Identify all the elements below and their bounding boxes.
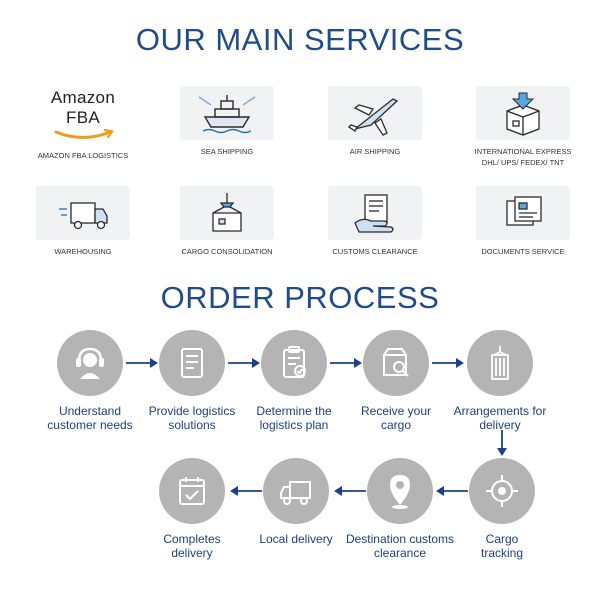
process-heading: ORDER PROCESS (160, 280, 440, 315)
service-label: AIR SHIPPING (349, 147, 401, 156)
step-label: Determine the logistics plan (256, 404, 332, 432)
amazon-smile-icon (54, 128, 114, 139)
delivery-truck-icon (59, 202, 108, 230)
step-circle (469, 458, 535, 524)
step-label: Destination customs clearance (345, 532, 455, 560)
step-circle (159, 458, 225, 524)
package-delivery-icon (506, 92, 540, 136)
documents-icon (506, 196, 542, 226)
headset-icon (76, 347, 104, 379)
warehousing-tile (36, 186, 130, 240)
service-label: INTERNATIONAL EXPRESS DHL/ UPS/ FEDEX/ T… (474, 147, 572, 167)
step-label: Understand customer needs (47, 404, 133, 432)
customs-clearance-tile (328, 186, 422, 240)
calendar-check-icon (179, 477, 205, 505)
cargo-ship-icon (198, 95, 256, 134)
arrow-left-icon (230, 486, 262, 496)
cargo-consolidation-tile (180, 186, 274, 240)
service-customs-clearance: CUSTOMS CLEARANCE (310, 186, 440, 257)
sea-shipping-tile (180, 86, 274, 140)
arrow-right-icon (126, 358, 158, 368)
service-label: WAREHOUSING (54, 247, 112, 256)
airplane-icon (347, 98, 399, 136)
service-cargo-consolidation: CARGO CONSOLIDATION (162, 186, 292, 257)
step-determine-plan: Determine the logistics plan (232, 330, 356, 432)
step-local-delivery: Local delivery (234, 458, 358, 546)
service-label: CARGO CONSOLIDATION (181, 247, 273, 256)
step-understand-needs: Understand customer needs (28, 330, 152, 432)
service-amazon-fba: Amazon FBA AMAZON FBA LOGISTICS (18, 88, 148, 161)
arrow-right-icon (330, 358, 362, 368)
step-completes-delivery: Completes delivery (130, 458, 254, 560)
box-search-icon (383, 348, 409, 377)
service-label: DOCUMENTS SERVICE (481, 247, 565, 256)
step-arrangements: Arrangements for delivery (438, 330, 562, 432)
service-international-express: INTERNATIONAL EXPRESS DHL/ UPS/ FEDEX/ T… (458, 86, 588, 168)
step-destination-customs: Destination customs clearance (338, 458, 462, 560)
step-label: Provide logistics solutions (148, 404, 236, 432)
step-circle (363, 330, 429, 396)
container-icon (491, 346, 509, 380)
clipboard-check-icon (283, 346, 306, 378)
arrow-left-icon (334, 486, 366, 496)
step-label: Receive your cargo (360, 404, 432, 432)
service-sea-shipping: SEA SHIPPING (162, 86, 292, 157)
step-circle (467, 330, 533, 396)
service-warehousing: WAREHOUSING (18, 186, 148, 257)
services-heading: OUR MAIN SERVICES (135, 22, 465, 57)
step-circle (261, 330, 327, 396)
step-circle (367, 458, 433, 524)
step-cargo-tracking: Cargo tracking (440, 458, 564, 560)
arrow-right-icon (432, 358, 464, 368)
step-circle (57, 330, 123, 396)
step-circle (263, 458, 329, 524)
step-receive-cargo: Receive your cargo (334, 330, 458, 432)
target-icon (486, 475, 518, 507)
crane-container-icon (212, 193, 242, 232)
arrow-left-icon (436, 486, 468, 496)
document-icon (181, 348, 203, 378)
step-label: Completes delivery (163, 532, 221, 560)
step-label: Local delivery (259, 532, 333, 546)
step-circle (159, 330, 225, 396)
step-label: Cargo tracking (480, 532, 524, 560)
document-hand-icon (354, 194, 394, 233)
arrow-right-icon (228, 358, 260, 368)
service-label: CUSTOMS CLEARANCE (332, 247, 418, 256)
amazon-fba-logo: Amazon FBA (36, 88, 130, 144)
step-provide-solutions: Provide logistics solutions (130, 330, 254, 432)
service-air-shipping: AIR SHIPPING (310, 86, 440, 157)
service-documents: DOCUMENTS SERVICE (458, 186, 588, 257)
arrow-down-icon (497, 430, 507, 456)
step-label: Arrangements for delivery (453, 404, 547, 432)
documents-service-tile (476, 186, 570, 240)
location-pin-icon (390, 475, 410, 509)
air-shipping-tile (328, 86, 422, 140)
service-label: SEA SHIPPING (200, 147, 254, 156)
international-express-tile (476, 86, 570, 140)
truck-icon (280, 481, 311, 505)
service-label: AMAZON FBA LOGISTICS (37, 151, 129, 160)
amazon-fba-logo-text: Amazon FBA (50, 88, 116, 127)
